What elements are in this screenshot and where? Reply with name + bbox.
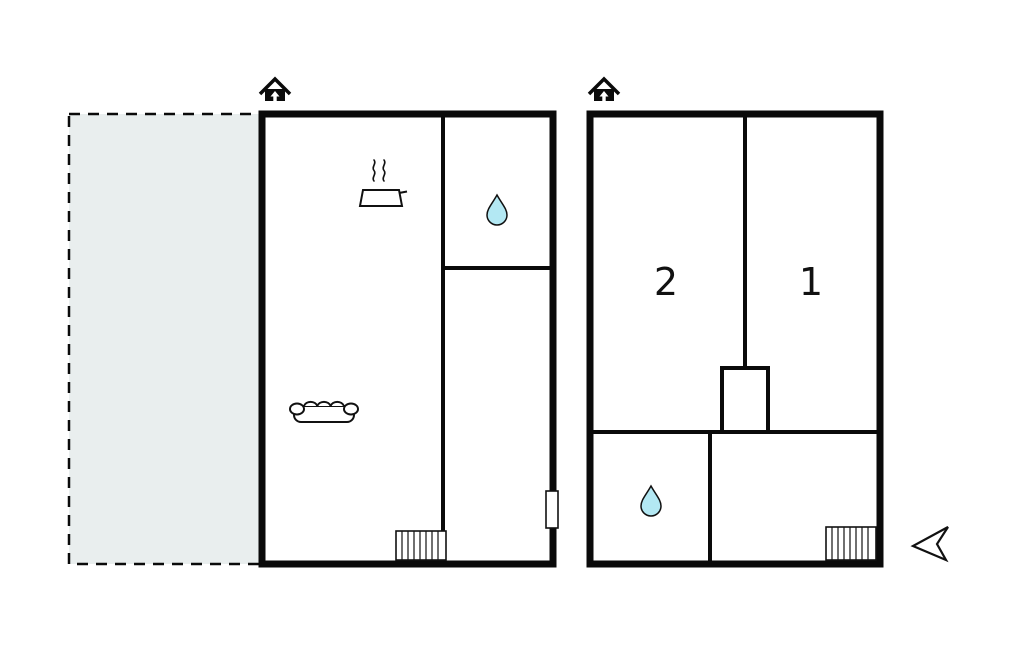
pot-handle (398, 190, 408, 194)
sofa-cushion (303, 400, 319, 407)
water-drop-icon (486, 193, 508, 226)
chimney-shaft (720, 366, 770, 434)
steam-pot-icon (358, 159, 408, 207)
stairs-icon (395, 530, 447, 561)
entrance-arrow (270, 91, 280, 101)
sofa-cushion (316, 400, 332, 407)
upper-floor: 2 1 (586, 76, 884, 568)
entrance-arrow (599, 91, 609, 101)
terrace-area (67, 112, 264, 566)
steam-line (372, 159, 376, 182)
door-opening (545, 490, 559, 529)
stairs-icon (825, 526, 877, 561)
entrance-icon (587, 76, 621, 101)
entrance-icon (258, 76, 292, 101)
ground-floor (258, 76, 559, 568)
upper-floor-outline (586, 110, 884, 568)
sofa-armrest (289, 402, 305, 416)
ground-floor-outline (258, 110, 557, 568)
steam-line (382, 159, 386, 182)
water-drop-icon (640, 484, 662, 517)
sofa-armrest (343, 402, 359, 416)
sofa-icon (289, 400, 359, 423)
sofa-cushion (329, 400, 345, 407)
room-label-2: 2 (654, 260, 678, 304)
north-arrow-icon (910, 526, 949, 563)
room-label-1: 1 (799, 260, 823, 304)
pot-body (358, 189, 404, 207)
